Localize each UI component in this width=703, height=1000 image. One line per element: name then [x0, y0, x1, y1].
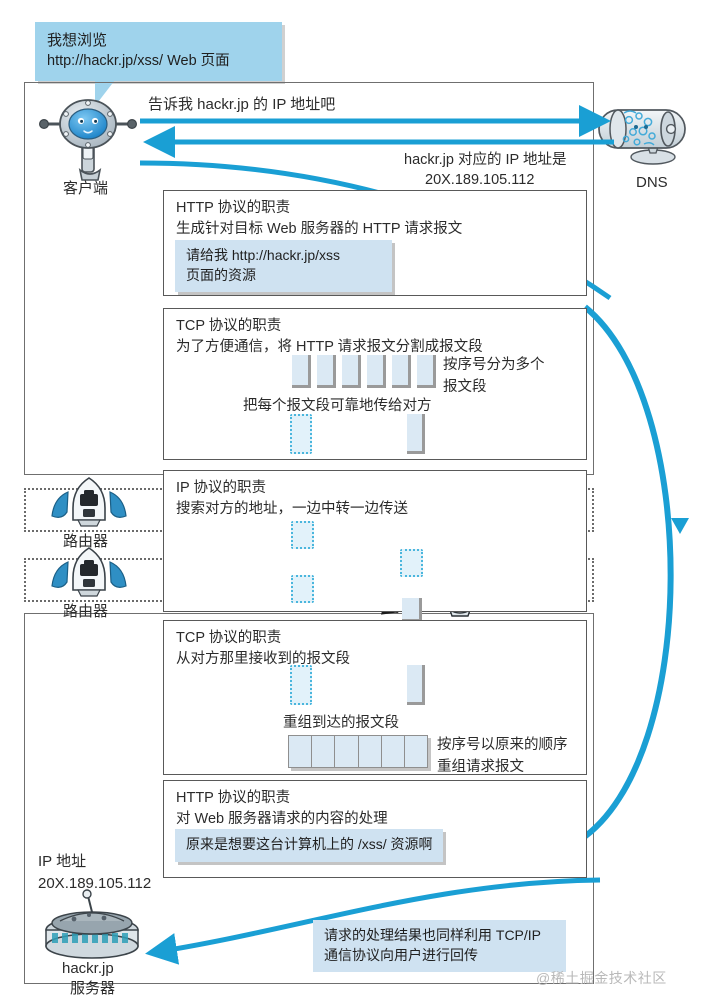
tcp-segment-dashed-source [290, 414, 312, 454]
return-note-line-2: 通信协议向用户进行回传 [324, 946, 478, 963]
tcp-reassemble-note-line-2: 重组请求报文 [437, 759, 524, 775]
box-tcp-split: TCP 协议的职责 为了方便通信，将 HTTP 请求报文分割成报文段 [163, 308, 587, 460]
tcp-split-subtitle-line: 为了方便通信，将 HTTP 请求报文分割成报文段 [176, 339, 483, 356]
tcp-reassembled-message [288, 735, 428, 768]
server-name: hackr.jp [62, 960, 114, 977]
dns-server-icon [598, 109, 686, 165]
tcp-reassemble-caption: 重组到达的报文段 [283, 715, 399, 731]
tcp-reassemble-subtitle-line: 从对方那里接收到的报文段 [176, 651, 350, 668]
ip-subtitle-line: 搜索对方的地址，一边中转一边传送 [176, 501, 408, 518]
box-ip-title: IP 协议的职责 搜索对方的地址，一边中转一边传送 [176, 478, 408, 520]
dns-query-text: 告诉我 hackr.jp 的 IP 地址吧 [148, 96, 336, 113]
tcp-reassemble-destination [407, 665, 425, 705]
client-label: 客户端 [63, 180, 109, 197]
tcp-segment [417, 355, 436, 388]
server-role: 服务器 [70, 980, 116, 997]
tcp-reassemble-title-line: TCP 协议的职责 [176, 630, 282, 646]
reassembled-segment [382, 736, 405, 767]
tcp-split-caption: 把每个报文段可靠地传给对方 [243, 398, 432, 414]
ip-packet-dashed-3 [291, 575, 314, 603]
reassembled-segment [312, 736, 336, 767]
tcp-reassemble-note-line-1: 按序号以原来的顺序 [437, 737, 568, 753]
tcp-segment-destination [407, 414, 425, 454]
return-note-line-1: 请求的处理结果也同样利用 TCP/IP [324, 927, 542, 943]
reassembled-segment [359, 736, 382, 767]
tcp-segment [342, 355, 361, 388]
box-ip: IP 协议的职责 搜索对方的地址，一边中转一边传送 [163, 470, 587, 612]
tcp-split-note-line-2: 报文段 [443, 379, 487, 395]
dns-answer-line-2: 20X.189.105.112 [425, 172, 535, 188]
http-request-quote-line-1: 请给我 http://hackr.jp/xss [186, 247, 341, 263]
tcp-segment [292, 355, 311, 388]
server-ip-label: IP 地址 [38, 853, 87, 870]
http-request-title-line: HTTP 协议的职责 [176, 200, 291, 216]
tcp-reassemble-source [290, 665, 312, 705]
box-http-request-title: HTTP 协议的职责 生成针对目标 Web 服务器的 HTTP 请求报文 [176, 198, 462, 240]
ip-packet-dashed-1 [291, 521, 314, 549]
ip-title-line: IP 协议的职责 [176, 480, 266, 496]
watermark: @稀土掘金技术社区 [536, 970, 667, 986]
server-ip-value: 20X.189.105.112 [38, 875, 152, 892]
bubble-line-2: http://hackr.jp/xss/ Web 页面 [47, 53, 230, 70]
reassembled-segment [289, 736, 313, 767]
dns-label: DNS [636, 174, 668, 191]
tcp-split-note-line-1: 按序号分为多个 [443, 357, 545, 373]
reassembled-segment [405, 736, 427, 767]
router-label-1: 路由器 [63, 533, 109, 550]
ip-packet-delivered [402, 598, 422, 622]
tcp-segment [392, 355, 411, 388]
reassembled-segment [335, 736, 359, 767]
tcp-segment [317, 355, 336, 388]
bubble-line-1: 我想浏览 [47, 32, 108, 49]
tcp-segment [367, 355, 386, 388]
http-response-quote: 原来是想要这台计算机上的 /xss/ 资源啊 [175, 829, 443, 862]
ip-packet-dashed-2 [400, 549, 423, 577]
http-request-subtitle-line: 生成针对目标 Web 服务器的 HTTP 请求报文 [176, 221, 463, 238]
http-request-quote-line-2: 页面的资源 [186, 266, 256, 283]
http-response-title-line: HTTP 协议的职责 [176, 790, 291, 806]
http-response-subtitle-line: 对 Web 服务器请求的内容的处理 [176, 811, 388, 828]
box-http-response-title: HTTP 协议的职责 对 Web 服务器请求的内容的处理 [176, 788, 388, 830]
arrow-flow-down-head [671, 518, 689, 534]
dns-answer-line-1: hackr.jp 对应的 IP 地址是 [404, 152, 567, 168]
http-request-quote: 请给我 http://hackr.jp/xss 页面的资源 [175, 240, 392, 293]
router-label-2: 路由器 [63, 603, 109, 620]
tcp-split-title-line: TCP 协议的职责 [176, 318, 282, 334]
box-tcp-split-title: TCP 协议的职责 为了方便通信，将 HTTP 请求报文分割成报文段 [176, 316, 483, 358]
box-tcp-reassemble-title: TCP 协议的职责 从对方那里接收到的报文段 [176, 628, 350, 670]
return-note: 请求的处理结果也同样利用 TCP/IP 通信协议向用户进行回传 [313, 920, 566, 973]
client-speech-bubble: 我想浏览 http://hackr.jp/xss/ Web 页面 [35, 22, 282, 81]
